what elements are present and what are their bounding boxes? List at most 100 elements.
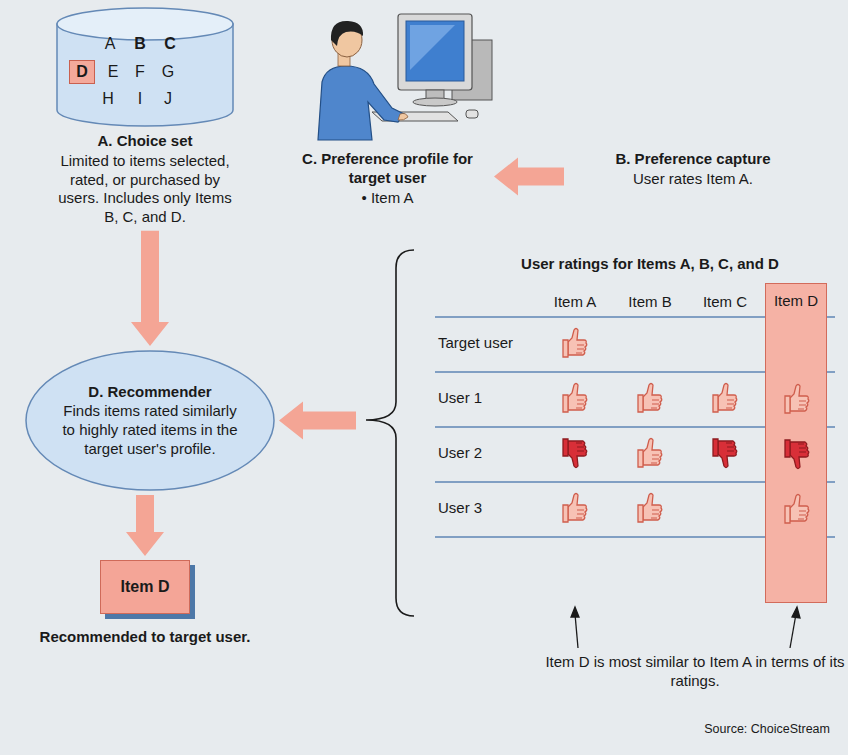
leader-line [575,614,578,648]
ellipse-shape [25,350,275,491]
thumbs-up-icon [563,494,587,523]
leader-arrowhead [571,607,579,617]
column-header: Item C [690,293,760,312]
thumb-cuff [638,450,643,467]
thumb-fingers [576,345,584,353]
annotation-text: Item D is most similar to Item A in term… [545,653,845,691]
thumb-fingers [798,444,806,452]
thumb-fingers [651,510,659,518]
item-letter: A [100,34,120,54]
thumb-hand [790,385,809,412]
cylinder-body [57,24,233,126]
column-header: Item A [540,293,610,312]
thumb-hand [568,329,587,356]
block-arrow [126,495,164,556]
thumb-hand [790,495,809,522]
thumb-fingers [798,401,806,409]
thumb-fingers [726,443,734,451]
row-header: User 3 [438,499,548,518]
thumb-hand [790,442,809,469]
thumb-hand [643,494,662,521]
recommender-ellipse: D. RecommenderFinds items rated similarl… [25,350,275,491]
thumbs-up-icon [713,384,737,413]
item-letter: B [130,34,150,54]
part-heading: A. Choice set [55,132,235,151]
screen-glare [410,25,455,70]
thumb-cuff [785,506,790,523]
item-letter: D [76,62,88,82]
column-thumbs [766,284,828,604]
person-hand [398,113,408,120]
choice-set-cylinder: ABC EFG HIJ A. Choice setLimited to items s… [55,6,235,227]
monitor-screen [406,21,464,81]
part-heading: B. Preference capture [568,150,818,169]
thumb-fingers [651,400,659,408]
highlighted-item-box: D [69,60,95,84]
highlighted-column: Item D [765,283,827,603]
thumb-fingers [651,455,659,463]
item-letter: H [98,89,118,109]
item-letter: G [158,62,178,82]
item-letter: J [158,89,178,109]
thumb-fingers [576,510,584,518]
thumbs-up-icon [638,494,662,523]
thumbs-up-icon [563,384,587,413]
thumb-cuff [563,505,568,522]
item-letter: E [103,62,123,82]
thumbs-up-icon [563,329,587,358]
recommended-item: Item D Recommended to target user. [20,560,270,647]
block-arrow [279,402,356,440]
thumb-cuff [785,440,790,457]
thumb-fingers [726,400,734,408]
block-arrow [131,231,169,346]
item-letter: I [130,89,150,109]
thumbs-down-icon [713,439,737,468]
thumbs-down-icon [563,439,587,468]
thumb-cuff [563,340,568,357]
curly-bracket [366,250,414,616]
thumb-hand [718,384,737,411]
thumbs-down-icon [785,440,809,469]
leader-arrowhead [792,607,800,618]
thumb-cuff [563,439,568,456]
preference-capture-text: B. Preference captureUser rates Item A. [568,150,818,189]
row-header: Target user [438,334,548,353]
thumb-cuff [713,439,718,456]
thumb-cuff [785,396,790,413]
row-header: User 1 [438,389,548,408]
monitor-frame [398,14,472,90]
column-header: Item B [615,293,685,312]
person-hair [331,21,363,46]
block-arrow [494,158,564,196]
row-header: User 2 [438,444,548,463]
ellipse-outline [26,351,274,490]
thumb-hand [643,384,662,411]
item-letter: C [160,34,180,54]
part-description: User rates Item A. [568,170,818,189]
thumb-fingers [576,400,584,408]
part-heading: D. Recommender [55,383,245,402]
user-illustration [318,14,492,140]
thumb-fingers [798,511,806,519]
source-note: Source: ChoiceStream [660,722,830,738]
thumb-hand [568,494,587,521]
thumb-fingers [576,443,584,451]
thumb-cuff [638,505,643,522]
part-heading: C. Preference profile for target user [285,150,490,188]
rating-table: User ratings for Items A, B, C, and DIte… [360,255,840,615]
pointer-arrows [571,607,800,648]
item-letter: F [130,62,150,82]
mouse [466,110,478,118]
item-box-text: Item D [100,560,191,614]
part-description: Finds items rated similarly to highly ra… [55,402,245,458]
part-description: Limited to items selected, rated, or pur… [55,152,235,227]
thumbs-up-icon [638,439,662,468]
column-header: Item D [766,292,826,311]
part-caption: Recommended to target user. [20,628,270,647]
thumb-hand [568,384,587,411]
thumb-hand [568,441,587,468]
preference-profile-text: C. Preference profile for target user• I… [285,150,490,207]
person-shirt [318,66,404,140]
